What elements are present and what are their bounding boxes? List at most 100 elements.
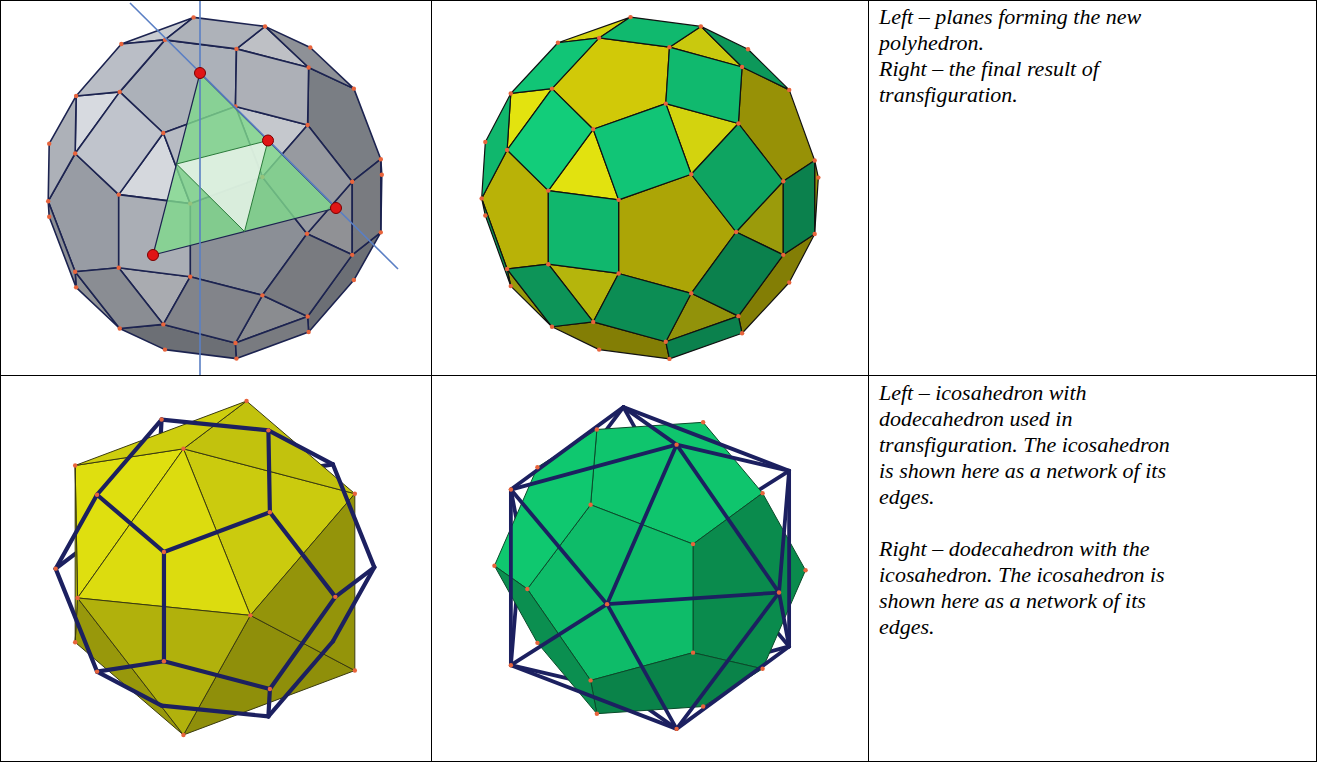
- polyhedron-faces: [48, 17, 382, 358]
- vertex-dot: [591, 127, 595, 131]
- vertex-dot: [260, 293, 264, 297]
- vertex-dot: [597, 36, 601, 40]
- vertex-dot: [47, 141, 51, 145]
- polyhedron-face: [48, 96, 76, 201]
- vertex-dot: [95, 669, 99, 673]
- wire-edge: [268, 641, 333, 716]
- wire-edge: [511, 445, 677, 490]
- caption-text: Left – icosahedron with dodecahedron use…: [879, 380, 1171, 510]
- polyhedron-face: [76, 40, 165, 96]
- wire-edge: [333, 464, 374, 567]
- vertex-dot: [781, 253, 785, 257]
- polyhedron-face: [666, 47, 742, 123]
- vertex-dot: [628, 15, 632, 19]
- vertex-dot: [305, 123, 309, 127]
- wire-edge: [511, 407, 624, 489]
- vertex-dots: [73, 399, 357, 737]
- vertex-dot: [740, 65, 744, 69]
- edge-network: [511, 407, 789, 729]
- wire-edge: [677, 646, 790, 728]
- red-point: [148, 250, 159, 261]
- table-rule: [0, 375, 1317, 376]
- wire-edge: [623, 407, 789, 471]
- vertex-dot: [159, 417, 163, 421]
- vertex-dot: [263, 24, 267, 28]
- polyhedron-face: [352, 159, 381, 255]
- wire-edge: [268, 430, 333, 464]
- vertex-dot: [188, 275, 192, 279]
- axis-line: [130, 3, 398, 269]
- vertex-dot: [308, 45, 312, 49]
- vertex-dot: [380, 173, 384, 177]
- wire-edge: [677, 445, 779, 593]
- vertex-dot: [234, 47, 238, 51]
- icosahedron-figure: [53, 399, 374, 737]
- transfigured-figure: [479, 15, 820, 361]
- vertex-dot: [787, 280, 791, 284]
- vertex-dot: [689, 172, 693, 176]
- vertex-dot: [760, 491, 764, 495]
- vertex-dot: [505, 267, 509, 271]
- vertex-dot: [74, 285, 78, 289]
- vertex-dot: [812, 232, 816, 236]
- vertex-dot: [483, 213, 487, 217]
- vertex-dot: [509, 284, 513, 288]
- wire-edge: [268, 430, 269, 512]
- vertex-dot: [734, 230, 738, 234]
- vertex-dot: [118, 90, 122, 94]
- polyhedron-faces: [482, 17, 819, 359]
- wire-edge: [677, 593, 779, 729]
- vertex-dot: [117, 192, 121, 196]
- caption-text: Right – the final result of transfigurat…: [879, 56, 1171, 108]
- vertex-dots: [53, 417, 337, 691]
- polyhedron-face: [507, 89, 593, 191]
- red-point: [263, 135, 274, 146]
- vertex-dot: [73, 463, 77, 467]
- vertex-dot: [268, 687, 272, 691]
- table-rule: [868, 0, 869, 762]
- vertex-dot: [781, 179, 785, 183]
- vertex-dot: [588, 503, 592, 507]
- vertex-dot: [479, 196, 483, 200]
- vertex-dot: [233, 341, 237, 345]
- dodecahedron-figure: [492, 407, 808, 731]
- red-point: [195, 68, 206, 79]
- polyhedron-face: [482, 93, 511, 198]
- polyhedron-faces: [75, 401, 355, 735]
- vertex-dot: [379, 157, 383, 161]
- vertex-dots: [492, 420, 808, 716]
- text-cell: Left – planes forming the new polyhedron…: [879, 4, 1171, 108]
- vertex-dot: [546, 262, 550, 266]
- vertex-dot: [161, 131, 165, 135]
- vertex-dot: [699, 24, 703, 28]
- vertex-dot: [75, 596, 79, 600]
- vertex-dot: [664, 101, 668, 105]
- vertex-dot: [616, 198, 620, 202]
- vertex-dot: [667, 357, 671, 361]
- polyhedron-face: [48, 201, 76, 287]
- vertex-dots: [46, 15, 384, 361]
- vertex-dot: [333, 595, 337, 599]
- wire-edge: [164, 661, 270, 689]
- vertex-dot: [119, 42, 123, 46]
- vertex-dot: [591, 320, 595, 324]
- vertex-dot: [691, 650, 695, 654]
- vertex-dot: [509, 91, 513, 95]
- vertex-dot: [248, 613, 252, 617]
- vertex-dot: [353, 668, 357, 672]
- vertex-dot: [352, 278, 356, 282]
- vertex-dot: [509, 487, 513, 491]
- vertex-dot: [674, 442, 678, 446]
- vertex-dots: [509, 442, 782, 731]
- vertex-dot: [162, 659, 166, 663]
- inner-plane: [177, 141, 269, 232]
- vertex-dot: [353, 491, 357, 495]
- wire-edge: [607, 445, 677, 605]
- polyhedron-face: [262, 234, 352, 317]
- vertex-dot: [505, 148, 509, 152]
- polyhedron-face: [783, 160, 814, 254]
- wire-edge: [97, 420, 162, 495]
